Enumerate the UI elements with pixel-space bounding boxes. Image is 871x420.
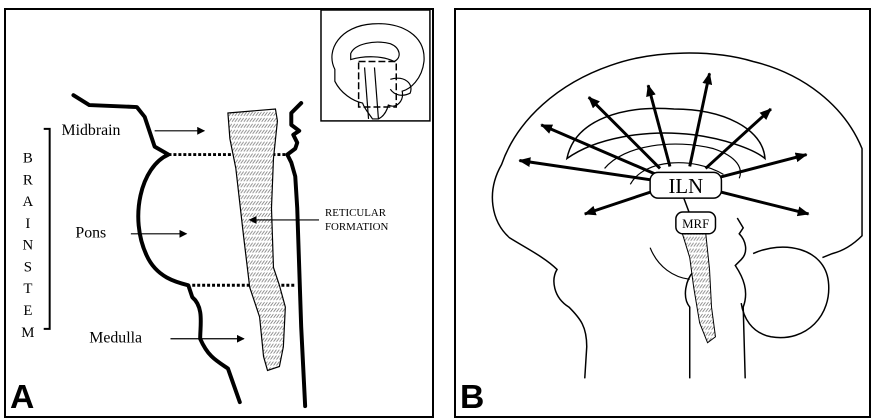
- iln-label: ILN: [668, 175, 703, 198]
- reticular-label-line2: FORMATION: [325, 221, 389, 233]
- panel-a: B R A I N S T E M Midbrain Pons Medulla …: [4, 8, 434, 418]
- inset-box: [321, 10, 430, 121]
- cerebellum-outline: [741, 247, 829, 337]
- reticular-column: [682, 232, 716, 343]
- brainstem-letter: B: [23, 150, 33, 166]
- panel-a-diagram: B R A I N S T E M Midbrain Pons Medulla …: [6, 10, 432, 416]
- brainstem-outline-back: [287, 103, 305, 406]
- panel-letter-b: B: [460, 379, 484, 416]
- projection-arrow: [648, 85, 670, 166]
- midbrain-label: Midbrain: [62, 122, 121, 139]
- reticular-formation-shape: [228, 109, 285, 370]
- brainstem-letter: N: [23, 238, 34, 254]
- medulla-label: Medulla: [89, 330, 142, 347]
- brainstem-letter: E: [23, 303, 32, 319]
- mrf-label: MRF: [682, 217, 709, 231]
- panel-b: ILN MRF B: [454, 8, 871, 418]
- brainstem-letter: I: [25, 216, 30, 232]
- projection-arrow: [690, 73, 710, 166]
- hypothalamus-curve: [650, 248, 690, 280]
- projection-arrow: [585, 190, 656, 214]
- brainstem-outline-front: [73, 95, 239, 402]
- panel-letter-a: A: [10, 379, 34, 416]
- projection-arrow: [713, 190, 808, 214]
- brainstem-letter: T: [23, 281, 32, 297]
- reticular-label-line1: RETICULAR: [325, 207, 387, 219]
- brainstem-letter: M: [21, 325, 34, 341]
- panel-b-diagram: ILN MRF B: [456, 10, 869, 416]
- brainstem-letter: S: [24, 259, 32, 275]
- brainstem-bracket: [44, 129, 50, 329]
- brainstem-back: [735, 218, 745, 378]
- projection-arrow: [715, 155, 806, 179]
- pons-label: Pons: [75, 225, 106, 242]
- brainstem-letter: A: [23, 194, 34, 210]
- brainstem-letter: R: [23, 172, 33, 188]
- brainstem-vertical-label: B R A I N S T E M: [21, 150, 34, 340]
